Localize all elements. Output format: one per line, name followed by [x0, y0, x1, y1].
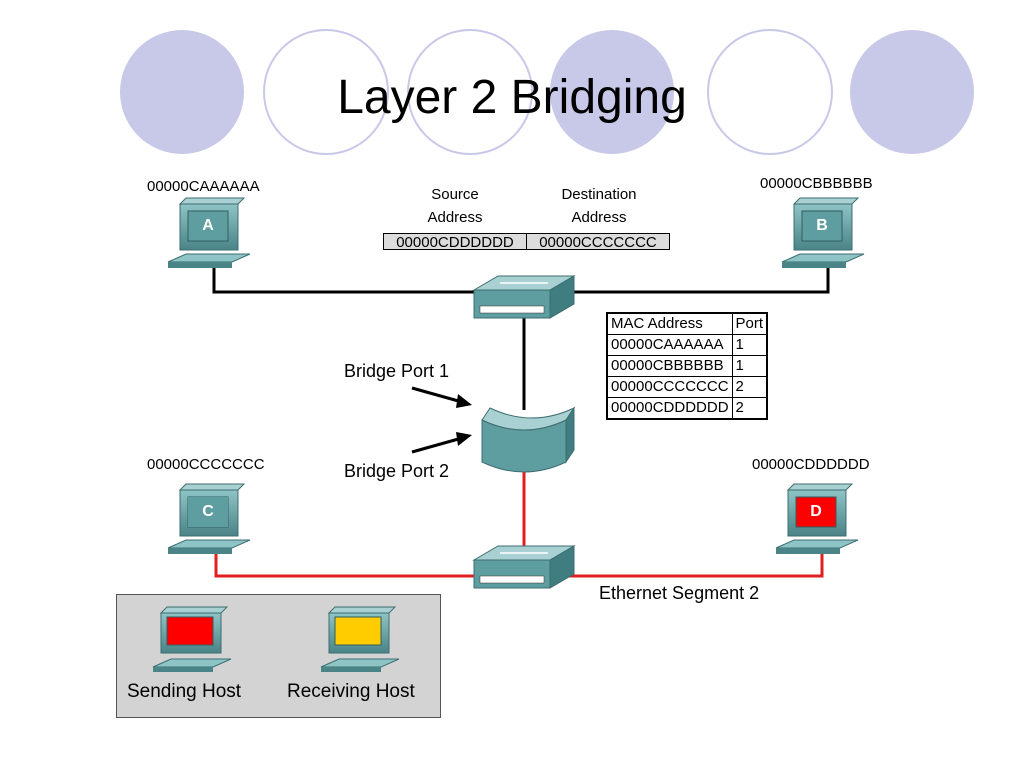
host-b-computer-icon [781, 197, 865, 268]
table-row: 00000CCCCCCC 2 [606, 376, 768, 398]
host-d-letter: D [810, 503, 822, 520]
table-cell-port: 2 [731, 376, 768, 398]
bridge-port-1-label: Bridge Port 1 [344, 361, 450, 381]
header-circle [850, 30, 974, 154]
bridge-port-2-arrow [411, 432, 472, 454]
host-a-computer-icon [167, 197, 251, 268]
hub-1-icon [472, 275, 576, 319]
bridge-port-2-label: Bridge Port 2 [344, 461, 450, 481]
table-cell-mac: 00000CDDDDDD [606, 397, 733, 420]
mac-address-table: MAC Address Port 00000CAAAAAA 1 00000CBB… [606, 312, 769, 420]
host-d-mac-label: 00000CDDDDDD [752, 456, 870, 473]
table-cell-mac: 00000CCCCCCC [606, 376, 733, 398]
table-header-port: Port [731, 312, 768, 335]
ethernet-segment-2-label: Ethernet Segment 2 [599, 583, 760, 603]
host-b-mac-label: 00000CBBBBBB [760, 175, 873, 192]
hub-2-icon [472, 545, 576, 589]
legend-sending-host-label: Sending Host [127, 681, 242, 702]
host-a-mac-label: 00000CAAAAAA [147, 178, 260, 195]
bridge-port-1-arrow [411, 386, 472, 408]
host-a-letter: A [202, 217, 214, 234]
legend-receiving-host-label: Receiving Host [287, 681, 415, 702]
bridge-icon [481, 406, 576, 473]
frame-destination-address: 00000CCCCCCC [526, 233, 670, 251]
table-row: 00000CBBBBBB 1 [606, 355, 768, 377]
header-circle [407, 29, 533, 155]
header-circle [550, 30, 674, 154]
sending-host-icon [152, 606, 232, 672]
slide-title: Layer 2 Bridging [337, 71, 687, 124]
table-cell-port: 1 [731, 355, 768, 377]
host-b-letter: B [816, 217, 828, 234]
header-circle [263, 29, 389, 155]
table-row: 00000CAAAAAA 1 [606, 334, 768, 356]
table-header-mac: MAC Address [606, 312, 733, 335]
header-circle [707, 29, 833, 155]
table-cell-port: 2 [731, 397, 768, 420]
table-row: 00000CDDDDDD 2 [606, 397, 768, 420]
legend-box: Sending Host Receiving Host [116, 594, 441, 718]
destination-address-header: Destination Address [561, 186, 637, 226]
frame-source-address: 00000CDDDDDD [383, 233, 527, 251]
header-circle [120, 30, 244, 154]
table-header-row: MAC Address Port [606, 312, 768, 335]
table-cell-port: 1 [731, 334, 768, 356]
receiving-host-icon [320, 606, 400, 672]
table-cell-mac: 00000CBBBBBB [606, 355, 733, 377]
host-c-letter: C [188, 497, 228, 527]
host-d-computer-icon [775, 483, 859, 554]
table-cell-mac: 00000CAAAAAA [606, 334, 733, 356]
header-circles [0, 29, 1024, 175]
source-address-header: Source Address [427, 186, 483, 226]
host-c-mac-label: 00000CCCCCCC [147, 456, 265, 473]
